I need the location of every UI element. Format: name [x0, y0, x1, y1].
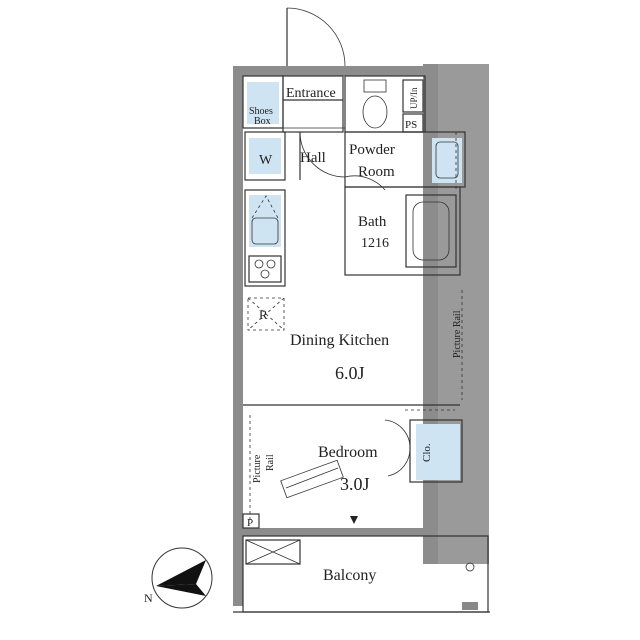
w-label: W — [259, 153, 273, 168]
powder-room-label-1: Powder — [349, 142, 395, 158]
hall-label: Hall — [300, 150, 326, 166]
shoes-box-label-1: Shoes — [249, 106, 273, 117]
up-in-label: UP/In — [409, 87, 419, 109]
bath-label-2: 1216 — [361, 236, 389, 251]
picture-rail-left-label-1: Picture — [252, 454, 263, 483]
dining-kitchen-size: 6.0J — [335, 363, 365, 383]
entrance-door — [286, 7, 346, 67]
ps-label: PS — [405, 119, 417, 131]
entrance-label: Entrance — [286, 86, 336, 101]
fridge-label: R — [259, 307, 268, 322]
picture-rail-right-label: Picture Rail — [452, 310, 463, 358]
bedroom-size: 3.0J — [340, 474, 370, 494]
compass-icon: N — [144, 547, 213, 609]
p-label: P — [247, 517, 253, 529]
dining-kitchen-area — [243, 290, 463, 411]
balcony-label: Balcony — [323, 567, 376, 584]
picture-rail-left-label-2: Rail — [265, 454, 276, 471]
compass-north-label: N — [144, 591, 153, 605]
toilet-area — [344, 75, 426, 133]
kitchen-fixtures — [244, 131, 286, 331]
walls — [233, 64, 489, 606]
bedroom-label: Bedroom — [318, 444, 378, 461]
bedroom-area — [242, 415, 463, 529]
shoes-box-label-2: Box — [254, 116, 271, 127]
closet-label: Clo. — [421, 443, 433, 462]
entrance-area — [242, 75, 345, 133]
bath-label-1: Bath — [358, 214, 387, 230]
balcony-area — [233, 535, 490, 613]
bath-area — [344, 186, 461, 276]
powder-room-label-2: Room — [358, 164, 395, 180]
powder-room-area — [344, 131, 466, 190]
dining-kitchen-label: Dining Kitchen — [290, 332, 389, 349]
